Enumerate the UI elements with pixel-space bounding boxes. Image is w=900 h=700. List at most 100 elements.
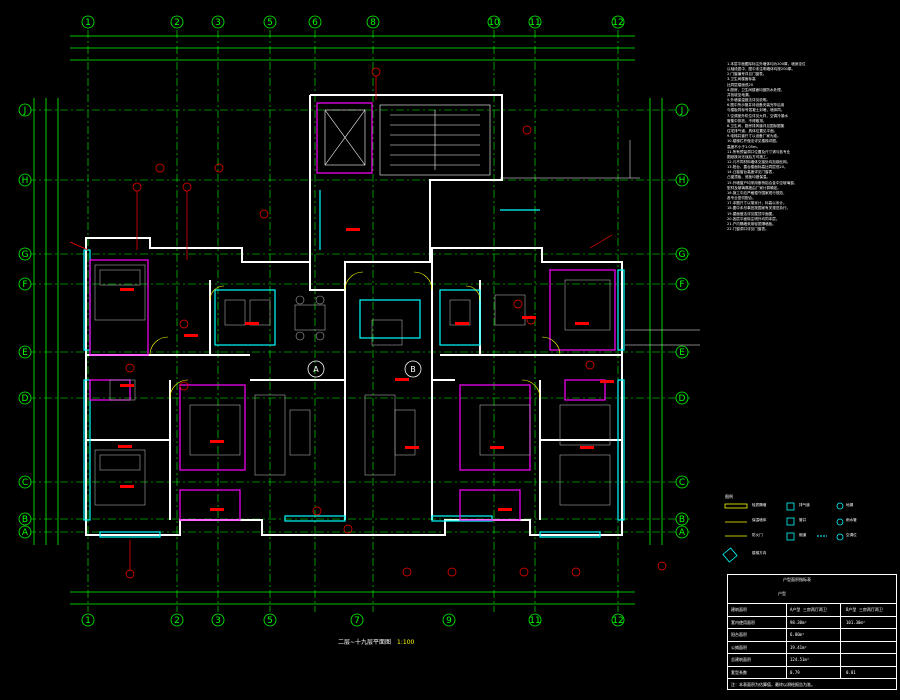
room-tag-13: [600, 380, 614, 383]
axis-bubble-bottom-6-label: 11: [529, 616, 540, 626]
axis-bubble-top-5: 8: [366, 15, 380, 29]
note-line: 与楼板同标号混凝土封堵，墙体同。: [727, 108, 785, 113]
axis-bubble-bottom-1: 2: [170, 613, 184, 627]
axis-bubble-top-6: 10: [487, 15, 501, 29]
note-line: 3.卫生间楼面标高: [727, 77, 756, 82]
axis-bubble-left-3: F: [18, 277, 32, 291]
area-table-row: 注：本表面积为估算值，最终以测绘报告为准。: [728, 678, 896, 694]
note-line: 1.本层平面图除标注外墙体均为200厚，墙身定位: [727, 62, 806, 66]
axis-bubble-top-4-label: 6: [312, 18, 318, 28]
legend-item: 烟道: [799, 533, 807, 537]
axis-bubble-left-8-label: A: [22, 528, 29, 538]
axis-bubble-bottom-0: 1: [81, 613, 95, 627]
axis-bubble-top-0-label: 1: [85, 18, 91, 28]
axis-bubble-left-0: J: [18, 103, 32, 117]
legend-item: 防火门: [752, 533, 763, 537]
note-line: 管集中排放，不得散排。: [727, 118, 767, 123]
axis-bubble-left-0-label: J: [23, 106, 27, 116]
axis-bubble-left-1-label: H: [22, 176, 29, 186]
axis-bubble-bottom-7-label: 12: [612, 616, 623, 626]
axis-bubble-left-6: C: [18, 475, 32, 489]
room-tag-8: [580, 446, 594, 449]
axis-bubble-top-1-label: 2: [174, 18, 180, 28]
note-line: 11.所有预留洞口位置及尺寸请与各专业: [727, 149, 791, 154]
note-line: 并找坡至地漏。: [727, 92, 753, 97]
unit-b-label: B: [410, 365, 416, 374]
axis-bubble-bottom-7: 12: [611, 613, 625, 627]
note-line: 15.外墙窗户均采用断桥铝合金中空玻璃窗，: [727, 180, 798, 185]
note-line: 16.施工中应严格遵守国家现行规范，: [727, 190, 787, 195]
note-line: 住宅排气道，具体位置见平面。: [727, 129, 778, 134]
design-notes: 1.本层平面图除标注外墙体均为200厚，墙身定位 以轴线居中，图中未注明墙体均按…: [727, 62, 895, 232]
axis-bubble-top-8: 12: [611, 15, 625, 29]
axis-bubble-bottom-4-label: 7: [354, 616, 360, 626]
axis-bubble-right-1: H: [675, 173, 689, 187]
axis-bubble-left-7: B: [18, 512, 32, 526]
note-line: 2.门窗编号详见门窗表。: [727, 72, 767, 77]
right-dimension-text: [500, 140, 700, 346]
room-tags: [118, 228, 614, 511]
axis-bubble-left-4-label: E: [22, 348, 28, 358]
axis-bubble-right-6-label: C: [679, 478, 685, 488]
note-line: 13.阳台、露台楼面标高比同层低20。: [727, 165, 788, 170]
axis-bubble-right-8: A: [675, 525, 689, 539]
axis-bubble-right-7: B: [675, 512, 689, 526]
note-line: 9.电梯井道尺寸以设备厂家为准。: [727, 134, 781, 139]
area-table-cell: 公摊面积: [731, 644, 747, 650]
legend-panel: 图例 轻质隔墙排气道地漏保温墙体管井雨水管防火门烟道空调位楼梯方向: [722, 494, 894, 568]
area-table-cell: 6.80m²: [790, 632, 805, 637]
stair-core: [324, 104, 491, 176]
note-line: 凸窗顶板、底板均做保温。: [727, 175, 771, 180]
axis-bubble-top-0: 1: [81, 15, 95, 29]
axis-bubble-bottom-3: 5: [263, 613, 277, 627]
note-line: 比同层楼面低20: [727, 82, 754, 87]
axis-bubble-top-2: 3: [211, 15, 225, 29]
axis-bubble-right-0-label: J: [680, 106, 684, 116]
area-table-cell: 19.41m²: [790, 644, 807, 650]
room-tag-12: [395, 378, 409, 381]
note-line: 18.图中未尽事宜按国家有关规范执行。: [727, 206, 791, 211]
area-table-cell: 套内使用面积: [731, 619, 755, 625]
room-tag-16: [184, 334, 198, 337]
unit-a-label: A: [313, 365, 319, 374]
note-line: 以轴线居中，图中未注明墙体均按200厚。: [727, 67, 795, 72]
axis-bubble-right-2: G: [675, 247, 689, 261]
area-table-cell: 阳台面积: [731, 632, 747, 637]
windows: [83, 190, 625, 538]
axis-bubble-bottom-3-label: 5: [267, 616, 273, 626]
axis-bubble-right-3-label: F: [679, 280, 684, 290]
axis-bubble-right-7-label: B: [679, 515, 685, 525]
room-tag-14: [118, 445, 132, 448]
axis-bubble-right-5-label: D: [679, 394, 686, 404]
axis-bubble-bottom-5-label: 9: [446, 616, 452, 626]
legend-item: 保温墙体: [752, 518, 767, 522]
area-table-cell: 0.79: [790, 669, 800, 675]
legend-item: 排气道: [799, 503, 810, 507]
room-tag-1: [245, 322, 259, 325]
area-table-row: 阳台面积 6.80m²: [728, 628, 896, 644]
furniture: [94, 264, 611, 506]
axis-bubble-bottom-2-label: 3: [215, 616, 221, 626]
note-line: 17.本图尺寸以毫米计，标高以米计。: [727, 201, 787, 206]
axis-bubble-right-1-label: H: [679, 176, 686, 186]
axis-bubble-left-2-label: G: [22, 250, 29, 260]
note-line: 14.凸窗窗台高度详见门窗表，: [727, 170, 776, 175]
room-tag-5: [210, 440, 224, 443]
axis-bubble-top-2-label: 3: [215, 18, 221, 28]
area-table-cell: 总建筑面积: [731, 657, 751, 662]
axis-bubble-bottom-1-label: 2: [174, 616, 180, 626]
room-tag-15: [346, 228, 360, 231]
axis-bubble-bottom-4: 7: [350, 613, 364, 627]
axis-bubble-left-1: H: [18, 173, 32, 187]
axis-bubble-bottom-0-label: 1: [85, 616, 91, 626]
room-tag-6: [405, 446, 419, 449]
note-line: 型材及玻璃厚度由厂家计算确定。: [727, 185, 781, 190]
axis-bubble-left-5-label: D: [22, 394, 29, 404]
